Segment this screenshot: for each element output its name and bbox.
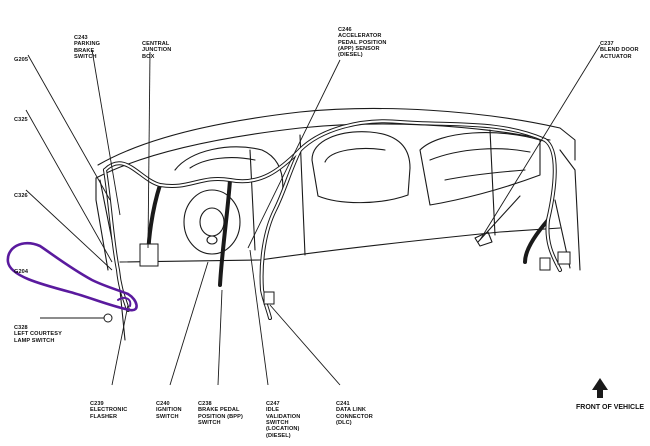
leader-c325 xyxy=(25,109,113,263)
courtesy-lamp-switch xyxy=(103,313,113,323)
dashboard-outline xyxy=(97,107,576,166)
leader-c241 xyxy=(269,304,341,386)
leader-g205 xyxy=(27,54,111,201)
leader-c243 xyxy=(91,49,121,216)
leader-c240 xyxy=(169,261,209,386)
central-junction-box xyxy=(139,243,159,267)
g204-annotation-loop xyxy=(6,241,138,312)
front-arrow-icon xyxy=(592,378,608,398)
leader-c237 xyxy=(479,44,601,241)
leader-cjb xyxy=(147,51,151,249)
leader-c326 xyxy=(25,189,113,271)
leader-c247 xyxy=(249,249,269,386)
steering-column xyxy=(183,189,241,255)
leader-c238 xyxy=(217,289,223,386)
dashboard-lower-edge xyxy=(119,227,561,263)
leader-c239 xyxy=(111,304,129,386)
leader-c246 xyxy=(247,59,341,249)
glove-box xyxy=(419,132,541,206)
label-g204: G204 xyxy=(14,268,29,275)
instrument-panel-harness-diagram xyxy=(6,44,608,398)
dashboard-top-edge xyxy=(95,123,551,179)
main-harness xyxy=(103,119,562,272)
label-g205: G205 xyxy=(14,56,29,63)
center-stack xyxy=(311,131,411,204)
label-c326: C326 xyxy=(14,192,28,199)
front-of-vehicle-label: FRONT OF VEHICLE xyxy=(576,404,645,411)
label-c325: C325 xyxy=(14,116,28,123)
